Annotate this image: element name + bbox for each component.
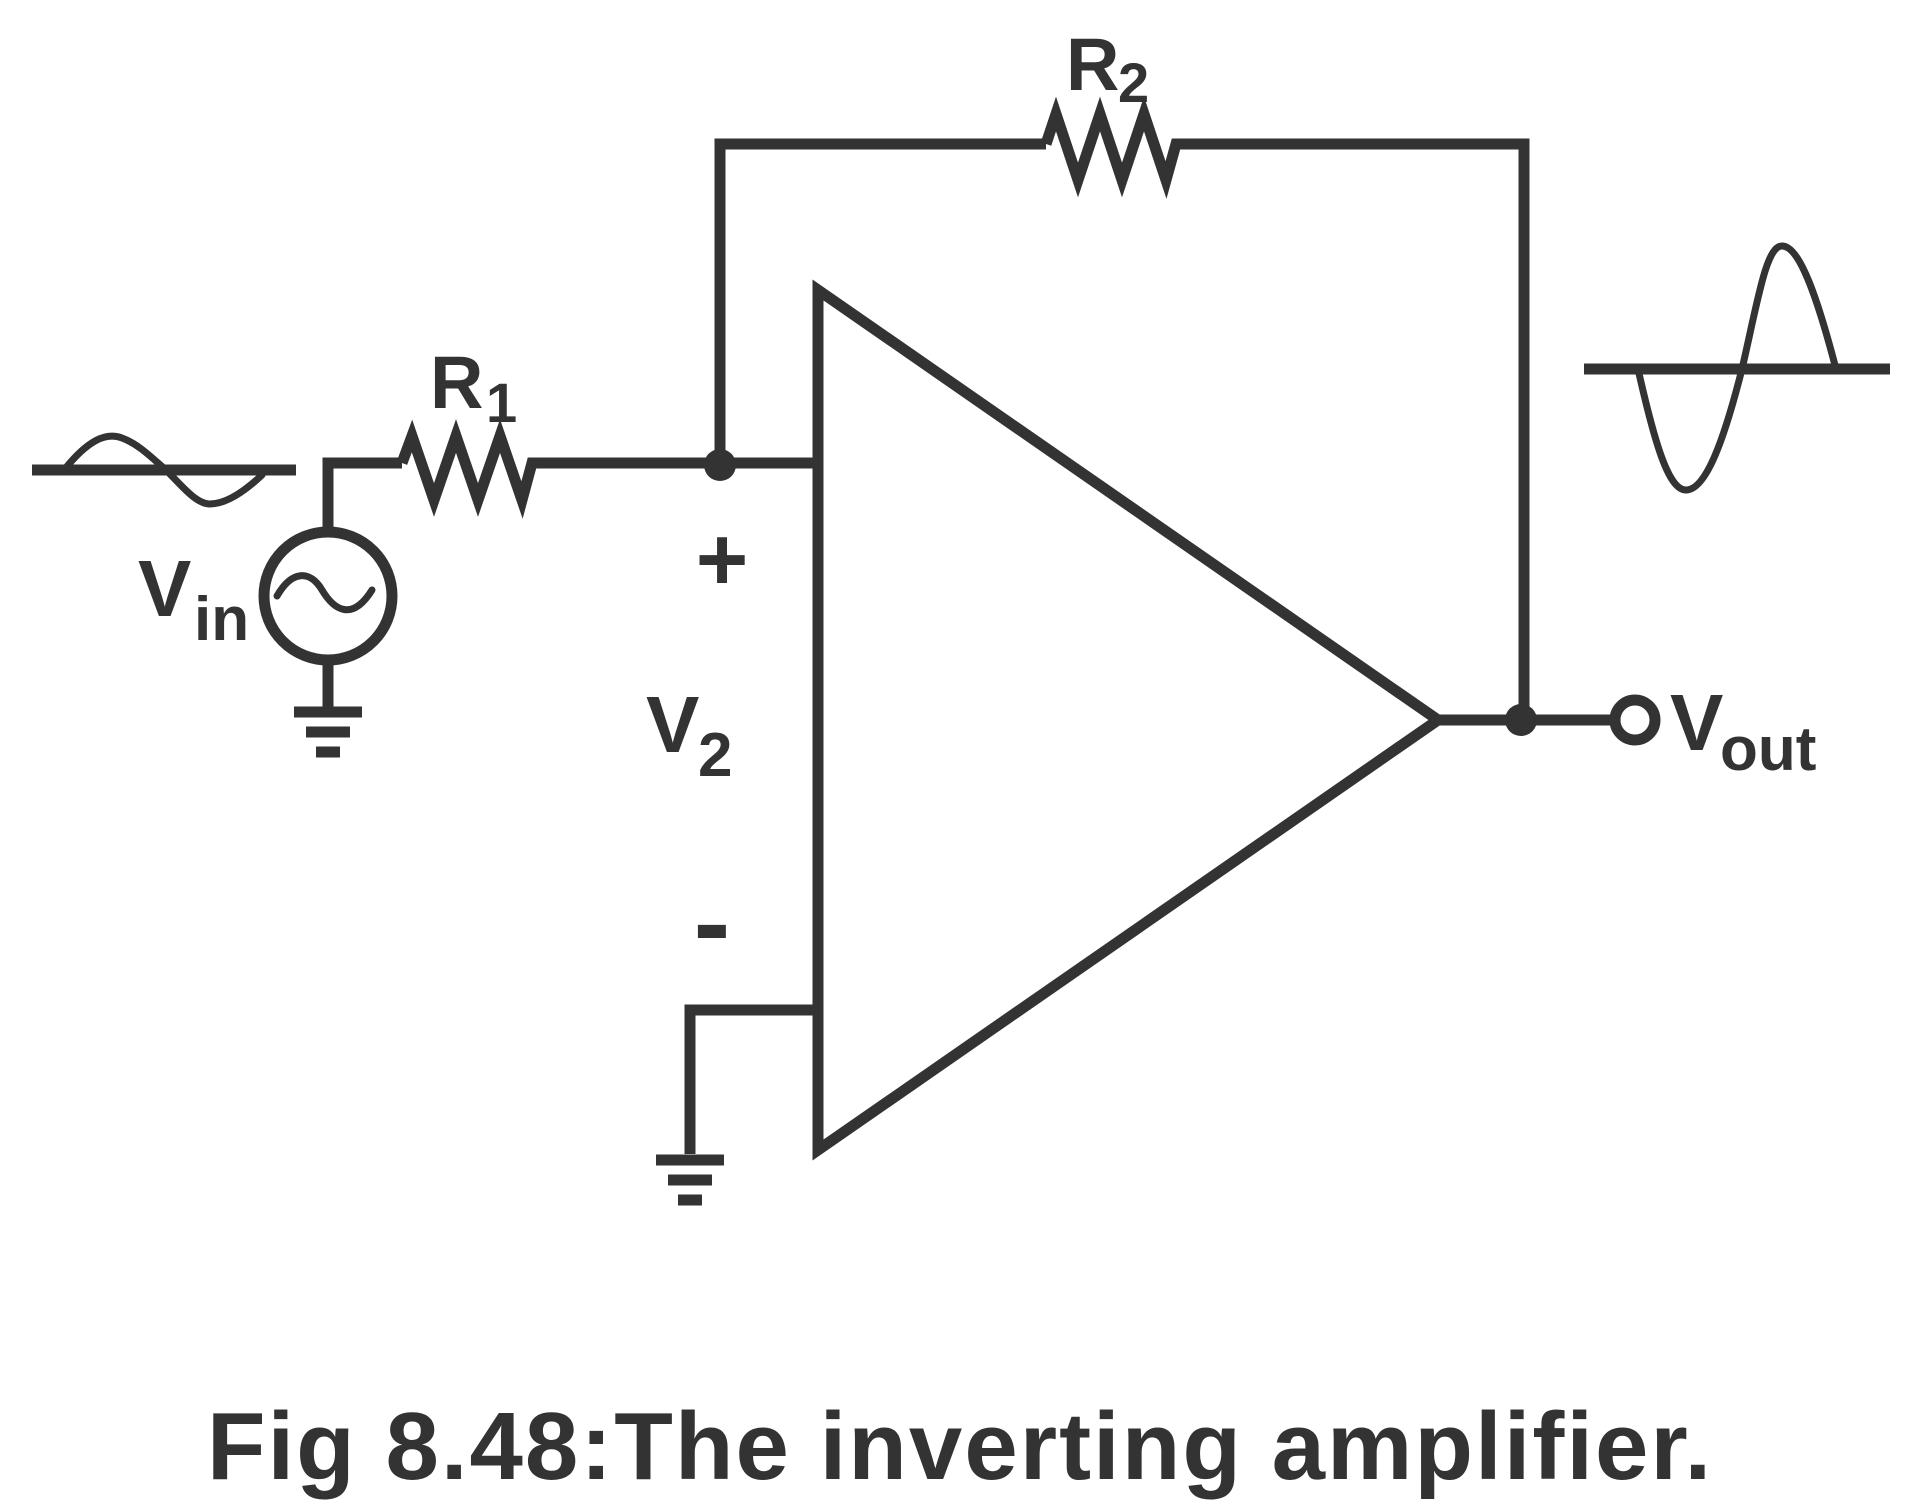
output-node-dot	[1505, 704, 1537, 736]
label-vout: Vout	[1670, 678, 1816, 784]
ground-symbol-opamp	[656, 1154, 724, 1206]
r1-zigzag	[396, 419, 724, 519]
label-r2: R2	[1066, 23, 1149, 114]
opamp-triangle	[812, 279, 1448, 1161]
minus-sign: -	[694, 861, 731, 984]
noninverting-input-lead	[684, 1004, 818, 1154]
input-waveform	[32, 432, 296, 508]
r2-zigzag-and-feedback-right	[1040, 96, 1530, 720]
inverting-node-dot	[704, 449, 736, 481]
figure-caption: Fig 8.48:The inverting amplifier.	[206, 1393, 1714, 1500]
source-top-wire	[322, 457, 402, 540]
feedback-wire-left	[714, 138, 1046, 463]
label-vin: Vin	[138, 544, 249, 654]
feedback-network	[714, 96, 1530, 720]
label-r1: R1	[430, 341, 517, 434]
plus-sign: +	[696, 510, 749, 610]
output-sine-curve	[1634, 242, 1840, 494]
ac-sine-symbol	[273, 572, 376, 614]
output-waveform	[1584, 242, 1890, 494]
output-terminal	[1609, 694, 1661, 746]
ground-symbol-source	[294, 706, 362, 758]
label-v2: V2	[646, 680, 732, 790]
input-voltage-source	[258, 457, 402, 710]
resistor-r1	[396, 419, 724, 519]
input-sine-curve	[60, 432, 266, 508]
